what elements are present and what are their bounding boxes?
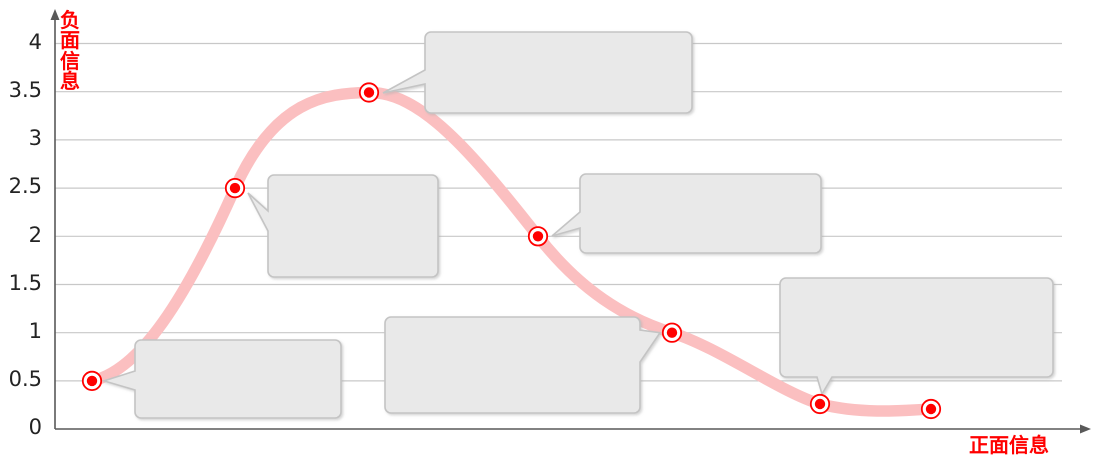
callout-group [101, 31, 1054, 419]
data-markers [81, 82, 942, 420]
x-axis [55, 424, 1091, 434]
callout-bubble-6[interactable] [779, 277, 1054, 396]
y-tick-label-4: 4 [28, 30, 42, 54]
y-tick-label-1-5: 1.5 [8, 271, 42, 295]
data-point-7[interactable] [920, 398, 942, 420]
gridlines [55, 42, 1062, 382]
y-tick-label-2-5: 2.5 [8, 174, 42, 198]
y-axis-title: 负面信息 [60, 8, 80, 94]
data-point-3[interactable] [358, 82, 380, 103]
callout-bubble-4[interactable] [551, 173, 822, 254]
data-point-2[interactable] [224, 178, 246, 199]
data-point-1[interactable] [81, 370, 103, 391]
data-point-5[interactable] [661, 322, 683, 343]
data-point-4[interactable] [527, 226, 549, 247]
y-tick-label-1: 1 [28, 319, 42, 343]
y-axis [50, 9, 60, 429]
callout-bubble-1[interactable] [101, 339, 342, 419]
callout-bubble-2[interactable] [247, 174, 439, 278]
data-point-6[interactable] [809, 393, 831, 415]
y-tick-label-2: 2 [28, 223, 42, 247]
y-tick-label-3-5: 3.5 [8, 78, 42, 102]
callout-bubble-3[interactable] [382, 31, 693, 114]
y-tick-label-3: 3 [28, 126, 42, 150]
y-tick-label-0: 0 [28, 415, 42, 439]
callout-bubble-5[interactable] [384, 316, 662, 414]
y-tick-label-0-5: 0.5 [8, 367, 42, 391]
x-axis-title: 正面信息 [969, 433, 1049, 457]
data-curve [86, 86, 937, 417]
